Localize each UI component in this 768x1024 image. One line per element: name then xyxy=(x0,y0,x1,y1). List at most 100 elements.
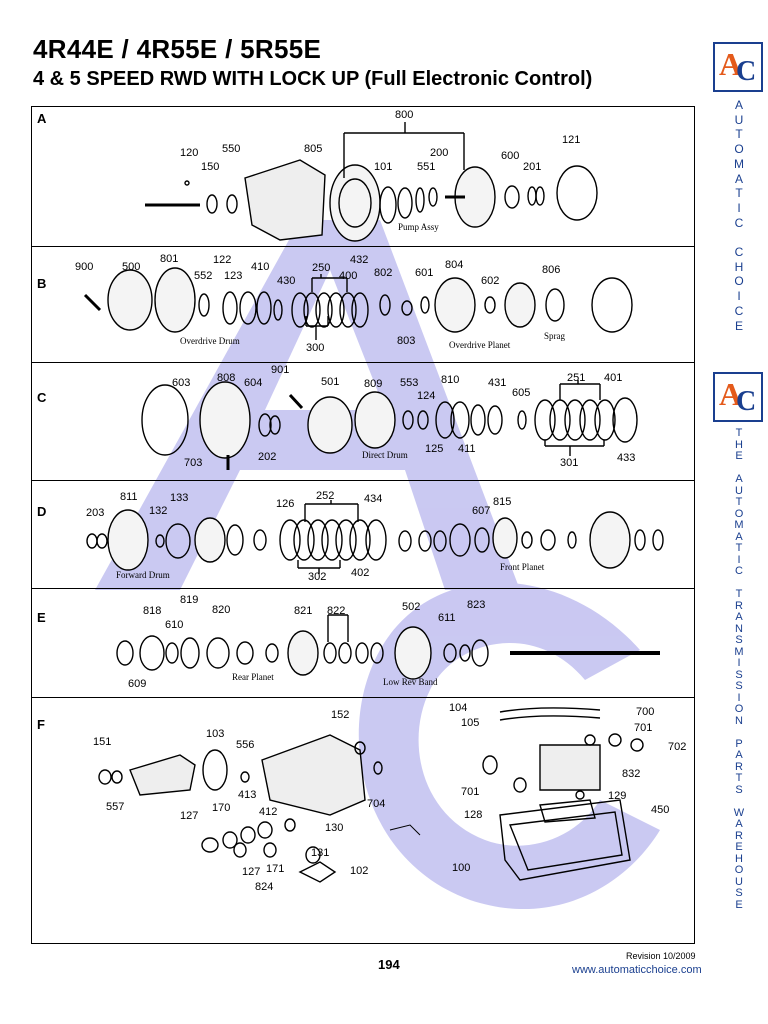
callout-label: 100 xyxy=(452,862,471,874)
callout-label: 701 xyxy=(461,786,480,798)
logo-letter-a: A xyxy=(719,46,743,82)
callout-label: 819 xyxy=(180,594,199,606)
sidebar-letter: E xyxy=(734,318,743,333)
section-letter-d: D xyxy=(37,504,47,519)
revision-date: Revision 10/2009 xyxy=(626,951,696,961)
callout-label: 432 xyxy=(350,254,369,266)
callout-label: 805 xyxy=(304,143,323,155)
diagram-frame xyxy=(31,106,695,944)
callout-label: 411 xyxy=(458,443,476,455)
callout-label: 150 xyxy=(201,161,220,173)
page-title: 4R44E / 4R55E / 5R55E xyxy=(33,34,322,64)
sidebar-letter: T xyxy=(735,496,743,508)
callout-label: 900 xyxy=(75,261,94,273)
callout-label: 700 xyxy=(636,706,655,718)
callout-label: 120 xyxy=(180,147,199,159)
callout-label: 604 xyxy=(244,377,263,389)
callout-label: 171 xyxy=(266,863,285,875)
callout-label: 704 xyxy=(367,798,386,810)
callout-label: 402 xyxy=(351,567,370,579)
sidebar-letter: S xyxy=(735,634,743,646)
callout-label: 811 xyxy=(120,491,138,503)
sidebar-letter: U xyxy=(734,112,744,127)
section-divider xyxy=(31,480,695,481)
callout-label: 556 xyxy=(236,739,255,751)
sidebar-letter: R xyxy=(735,760,743,773)
section-letter-e: E xyxy=(37,610,46,625)
sidebar-letter: E xyxy=(735,898,743,911)
callout-label: 553 xyxy=(400,377,419,389)
logo-letter-c: C xyxy=(736,56,757,87)
callout-label: 602 xyxy=(481,275,500,287)
part-caption: Front Planet xyxy=(500,562,545,572)
part-caption: Pump Assy xyxy=(398,222,439,232)
sidebar-letter: C xyxy=(734,245,744,260)
callout-label: 125 xyxy=(425,443,444,455)
callout-label: 200 xyxy=(430,147,449,159)
callout-label: 131 xyxy=(311,847,330,859)
part-caption: Overdrive Planet xyxy=(449,340,511,350)
sidebar-letter: R xyxy=(735,829,743,842)
page-subtitle: 4 & 5 SPEED RWD WITH LOCK UP (Full Elect… xyxy=(33,68,593,90)
brand-logo: A C xyxy=(713,42,763,92)
callout-label: 201 xyxy=(523,161,542,173)
callout-label: 822 xyxy=(327,605,346,617)
sidebar-letter: O xyxy=(734,703,744,715)
callout-label: 132 xyxy=(149,505,168,517)
callout-label: 301 xyxy=(560,457,579,469)
sidebar-letter: I xyxy=(737,289,741,304)
callout-label: 122 xyxy=(213,254,232,266)
sidebar-letter: R xyxy=(735,599,743,612)
section-divider xyxy=(31,697,695,698)
callout-label: 820 xyxy=(212,604,231,616)
sidebar-letter: T xyxy=(735,542,743,554)
sidebar-letter: M xyxy=(734,519,744,531)
sidebar-letter: H xyxy=(734,259,744,274)
sidebar-letter: C xyxy=(734,215,744,230)
callout-label: 803 xyxy=(397,335,416,347)
sidebar-letter: S xyxy=(735,887,743,899)
sidebar-letter: C xyxy=(735,565,743,577)
sidebar-letter: I xyxy=(737,200,741,215)
sidebar-letter: E xyxy=(735,450,743,462)
callout-label: 552 xyxy=(194,270,213,282)
section-letter-f: F xyxy=(37,717,45,732)
callout-label: 124 xyxy=(417,390,436,402)
callout-label: 550 xyxy=(222,143,241,155)
callout-label: 400 xyxy=(339,270,358,282)
callout-label: 412 xyxy=(259,806,278,818)
callout-label: 818 xyxy=(143,605,162,617)
sidebar-letter xyxy=(727,727,751,739)
sidebar-letter: H xyxy=(735,852,743,865)
sidebar-letter: U xyxy=(735,875,743,888)
callout-label: 832 xyxy=(622,768,641,780)
callout-label: 105 xyxy=(461,717,480,729)
callout-label: 128 xyxy=(464,809,483,821)
sidebar-letter: I xyxy=(737,691,741,704)
callout-label: 810 xyxy=(441,374,460,386)
callout-label: 152 xyxy=(331,709,350,721)
callout-label: 611 xyxy=(438,612,456,624)
part-caption: Rear Planet xyxy=(232,672,274,682)
callout-label: 824 xyxy=(255,881,274,893)
sidebar-letter: I xyxy=(737,657,741,669)
sidebar-letter: O xyxy=(734,142,744,157)
callout-label: 431 xyxy=(488,377,507,389)
sidebar-letter: A xyxy=(734,98,743,112)
callout-label: 607 xyxy=(472,505,491,517)
website-link[interactable]: www.automaticchoice.com xyxy=(572,964,702,976)
sidebar-letter: A xyxy=(735,749,743,761)
callout-label: 551 xyxy=(417,161,436,173)
sidebar-letter: T xyxy=(735,186,743,201)
section-divider xyxy=(31,246,695,247)
callout-label: 434 xyxy=(364,493,383,505)
callout-label: 430 xyxy=(277,275,296,287)
sidebar-letter: O xyxy=(734,274,744,289)
callout-label: 250 xyxy=(312,262,331,274)
sidebar-letter: A xyxy=(735,530,743,543)
callout-label: 251 xyxy=(567,372,586,384)
part-caption: Sprag xyxy=(544,331,565,341)
callout-label: 300 xyxy=(306,342,325,354)
